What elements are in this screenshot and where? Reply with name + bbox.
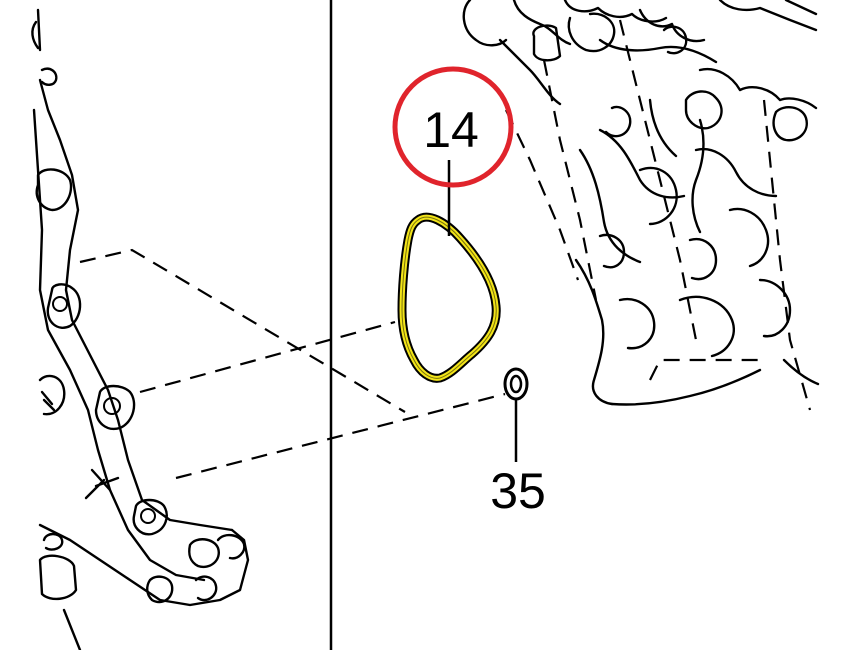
callout-number-35[interactable]: 35 [490,463,546,519]
o-ring-icon[interactable] [503,367,529,401]
engine-block-icon [462,0,820,411]
callout-number-14[interactable]: 14 [423,102,479,158]
alignment-lines [79,248,506,480]
gasket-fill [399,214,499,381]
timing-cover-bracket-icon [31,8,250,650]
highlight-circle [392,66,514,188]
gasket-icon[interactable] [397,212,501,383]
